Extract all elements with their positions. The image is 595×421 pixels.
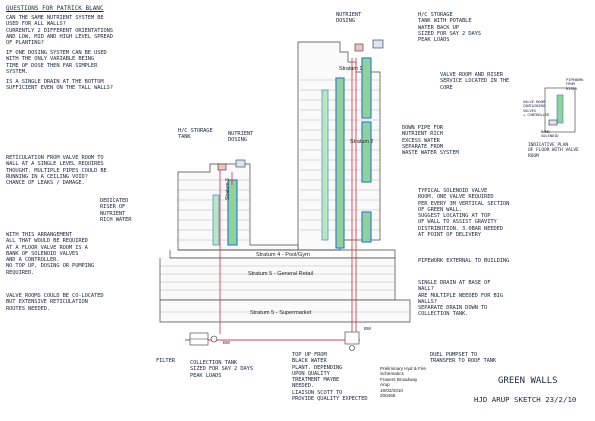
note-nutrient-dosing-left: NUTRIENT DOSING [228,131,254,144]
note-arrangement: WITH THIS ARRANGEMENT ALL THAT WOULD BE … [6,232,95,276]
bw-label-right: BW [364,326,372,331]
floor-plan-inset [544,87,576,133]
bw-label-left: BW [223,340,231,345]
stratum-5b-label: Stratum 5 - Supermarket [250,310,312,316]
note-valve-room: VALVE ROOM AND RISER SERVICE LOCATED IN … [440,72,510,91]
pump-valve-set [189,331,360,351]
note-pipework: PIPEWORK EXTERNAL TO BUILDING [418,258,510,264]
drawing-title: GREEN WALLS [498,376,558,386]
note-reticulation: RETICULATION FROM VALVE ROOM TO WALL AT … [6,155,107,187]
stratum-5a-label: Stratum 5 - General Retail [248,271,313,277]
note-duel-pump: DUEL PUMPSET TO TRANSFER TO ROOF TANK [430,352,497,365]
note-collection-tank: COLLECTION TANK SIZED FOR SAY 2 DAYS PEA… [190,360,253,379]
drawing-subtitle: HJD ARUP SKETCH 23/2/10 [474,395,577,404]
note-dedicated-riser: DEDICATED RISER OF NUTRIENT RICH WATER [100,198,132,223]
note-top-up: TOP UP FROM BLACK WATER PLANT. DEPENDING… [292,352,368,403]
building-outline [159,41,411,323]
note-solenoid: TYPICAL SOLENOID VALVE ROOM. ONE VALVE R… [418,188,510,239]
note-hc-storage-top: H/C STORAGE TANK WITH POTABLE WATER BACK… [418,12,481,44]
note-single-drain: SINGLE DRAIN AT BASE OF WALL? ARE MULTIP… [418,280,503,318]
drawing-stamp: Preliminary Hyd & Fire Schematics Fraser… [380,366,426,399]
note-indicative-plan: INDICATIVE PLAN OF FLOOR WITH VALVE ROOM [528,143,579,159]
note-filter: FILTER [156,358,175,364]
green-wall-right [361,57,372,243]
green-wall-left [212,179,238,246]
note-hc-storage-left: H/C STORAGE TANK [178,128,213,141]
stratum-3-label: Stratum 3 [225,178,231,200]
question-3: IS A SINGLE DRAIN AT THE BOTTOM SUFFICIE… [6,79,113,92]
note-down-pipe: DOWN PIPE FOR NUTRIENT RICH EXCESS WATER… [402,125,459,157]
question-2: IF ONE DOSING SYSTEM CAN BE USED WITH TH… [6,50,107,75]
questions-heading: QUESTIONS FOR PATRICK BLANC [6,5,104,12]
note-plan-bank: BANK SOLENOID [541,129,559,139]
red-pipes [185,58,360,341]
question-1: CAN THE SAME NUTRIENT SYSTEM BE USED FOR… [6,15,113,47]
green-wall-mid [321,77,345,249]
stratum-1-label: Stratum 1 [339,66,362,72]
note-plan-valve: VALVE ROOM CONTAINING VALVES + CONTROLLE… [523,99,550,118]
note-nutrient-dosing-top: NUTRIENT DOSING [336,12,362,25]
note-plan-riser: PIPEWORK FROM RISER [566,77,584,91]
stratum-4-label: Stratum 4 - Pool/Gym [256,252,310,258]
storage-tanks [217,39,384,171]
note-valve-rooms: VALVE ROOMS COULD BE CO-LOCATED BUT EXTE… [6,293,104,312]
stratum-2-label: Stratum 2 [350,139,373,145]
